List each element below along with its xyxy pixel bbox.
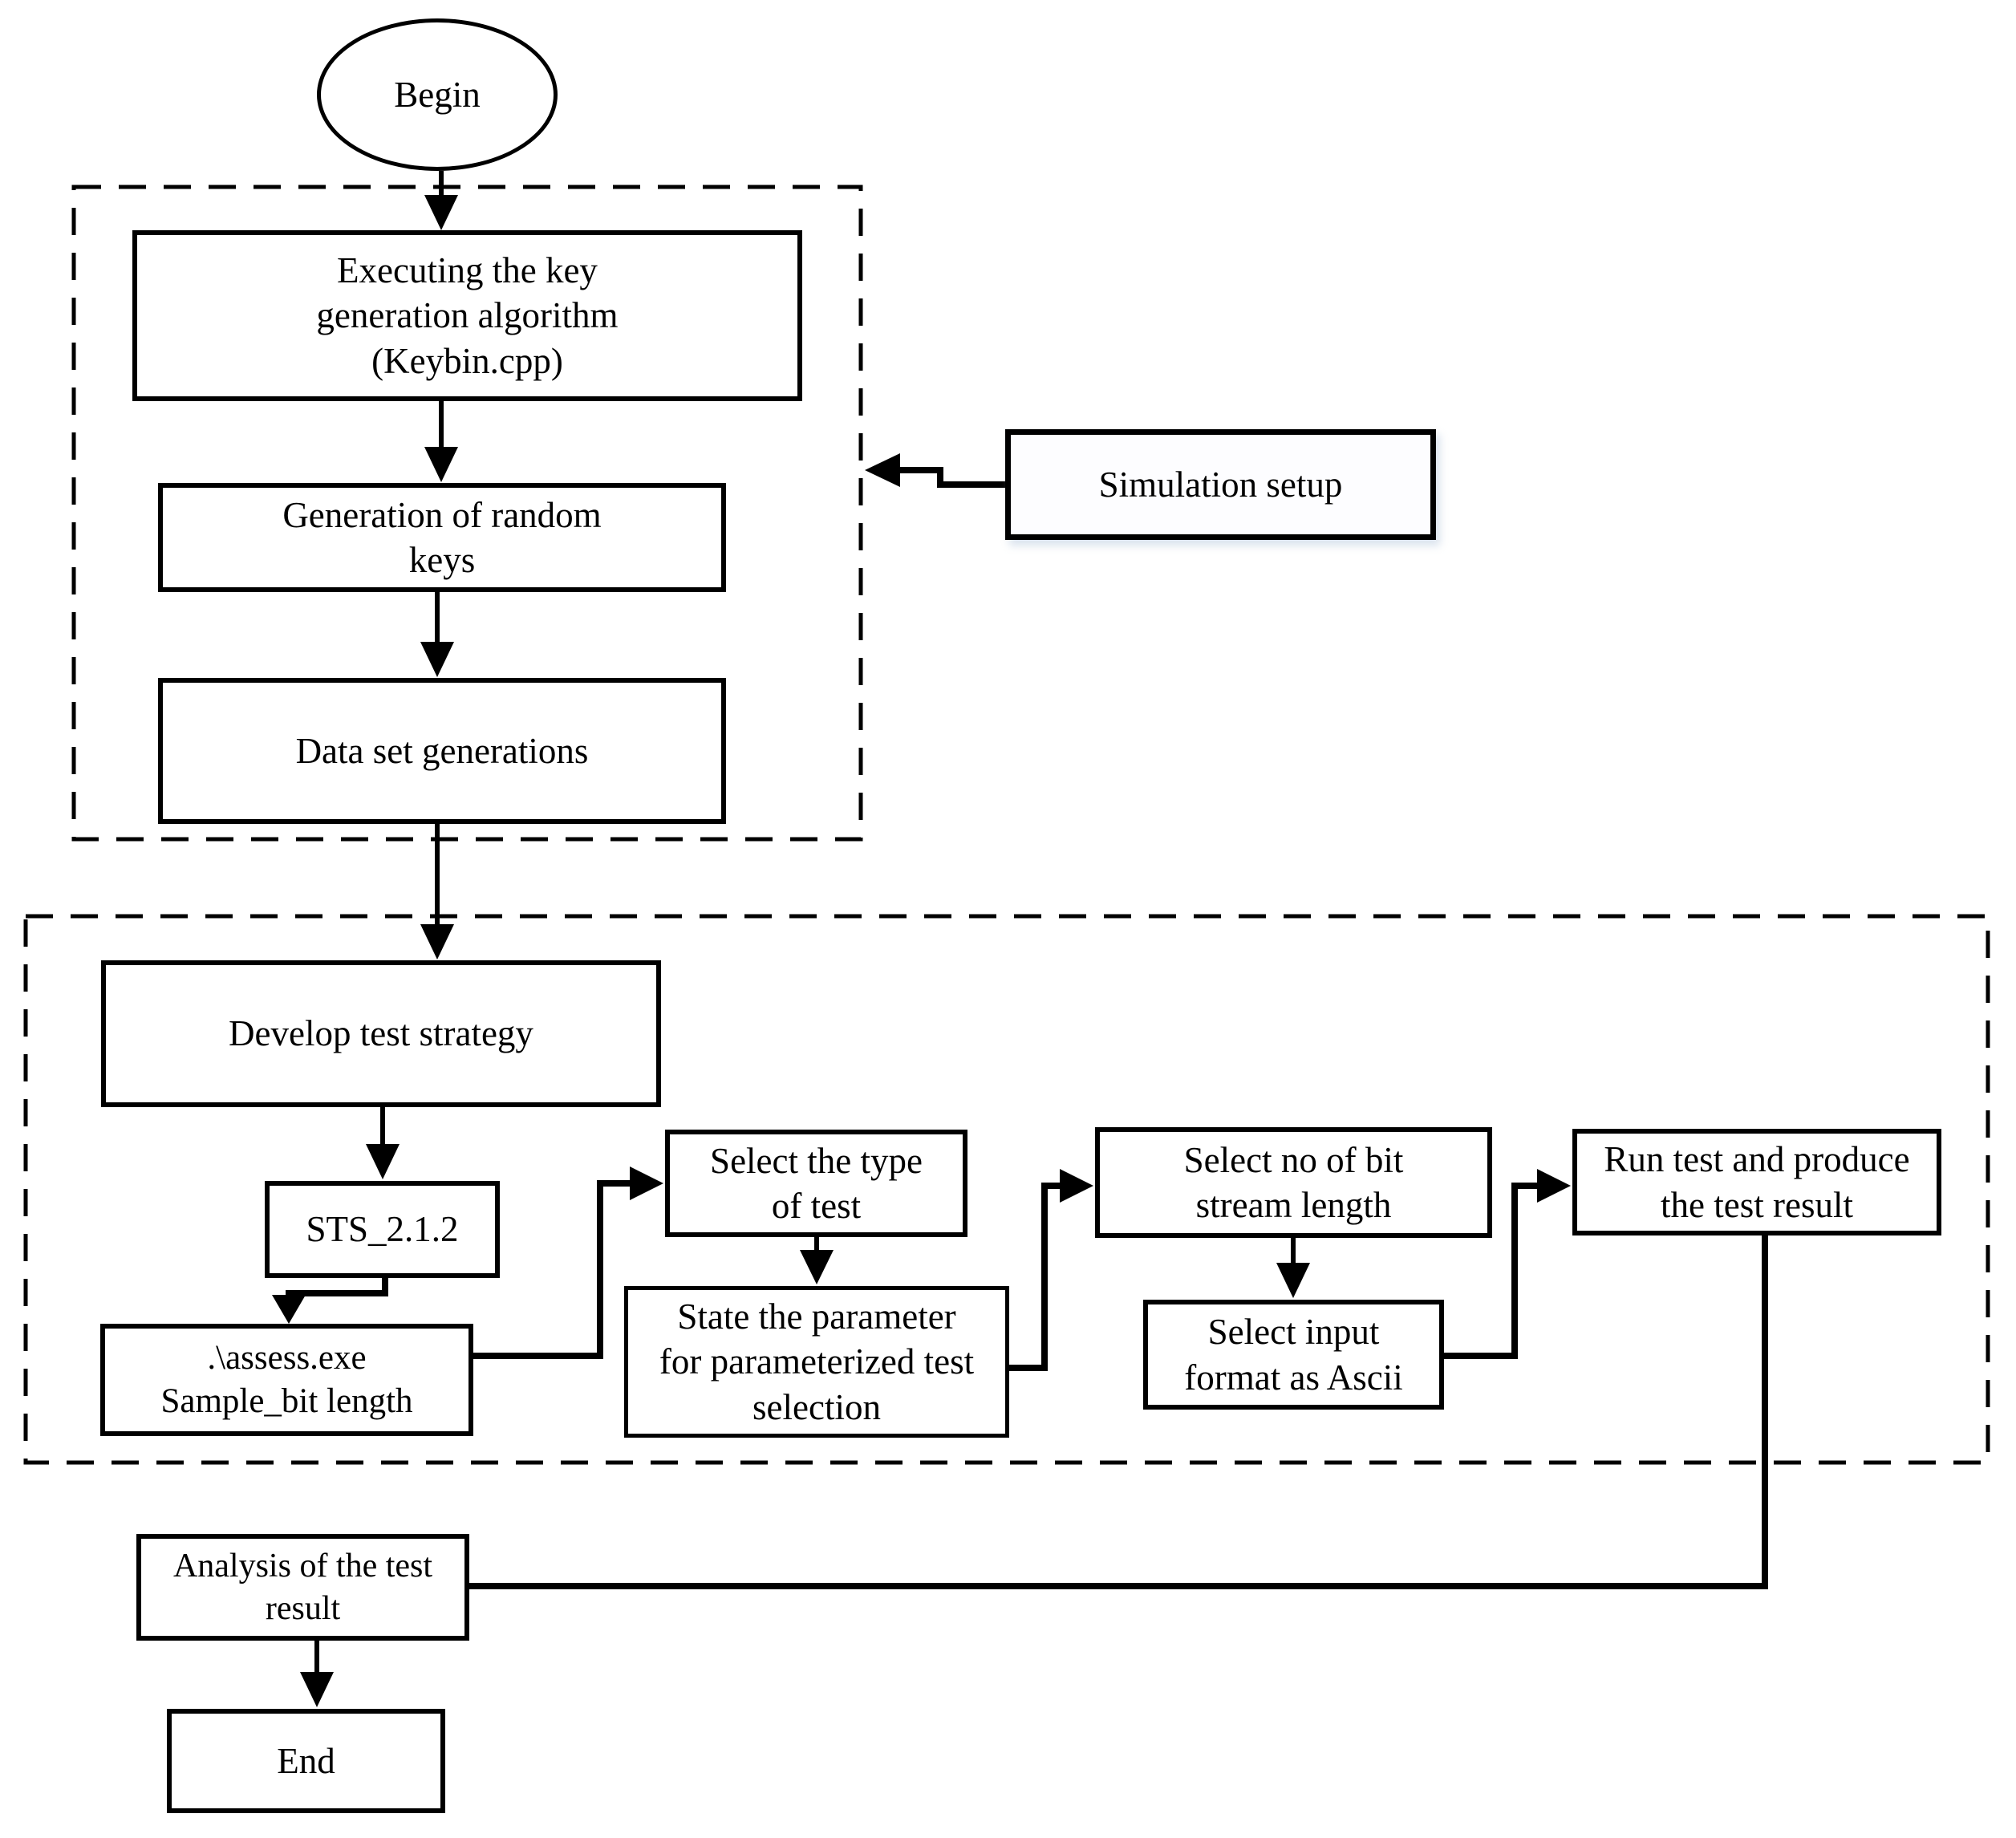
line-runtest-to-analysis bbox=[469, 1235, 1768, 1589]
arrow-selecttype-to-stateparam bbox=[800, 1237, 834, 1284]
node-run-test: Run test and produce the test result bbox=[1572, 1129, 1941, 1235]
node-sts-2-1-2: STS_2.1.2 bbox=[265, 1181, 500, 1278]
node-select-type-of-test: Select the type of test bbox=[665, 1130, 967, 1237]
node-executing-key-generation: Executing the key generation algorithm (… bbox=[132, 230, 802, 401]
arrow-dataset-to-develop bbox=[420, 824, 454, 960]
arrow-stateparam-to-selectbit bbox=[1009, 1169, 1093, 1371]
group-test-strategy-phase bbox=[23, 914, 1990, 1465]
arrow-assess-to-selecttype bbox=[473, 1167, 663, 1359]
arrow-analysis-to-end bbox=[300, 1641, 334, 1707]
node-generation-of-random-keys: Generation of random keys bbox=[158, 483, 726, 592]
arrow-keygen-to-randomkeys bbox=[424, 401, 458, 482]
arrow-selectinput-to-runtest bbox=[1444, 1169, 1571, 1359]
node-analysis-of-test-result: Analysis of the test result bbox=[136, 1534, 469, 1641]
arrow-begin-to-keygen bbox=[424, 171, 458, 230]
node-develop-test-strategy: Develop test strategy bbox=[101, 960, 661, 1107]
node-select-input-format: Select input format as Ascii bbox=[1143, 1300, 1444, 1410]
node-end: End bbox=[167, 1709, 445, 1813]
node-select-bit-stream-length: Select no of bit stream length bbox=[1095, 1127, 1492, 1238]
node-state-parameter: State the parameter for parameterized te… bbox=[624, 1286, 1009, 1438]
node-simulation-setup: Simulation setup bbox=[1005, 429, 1436, 540]
node-begin: Begin bbox=[317, 18, 558, 171]
arrow-selectbit-to-selectinput bbox=[1276, 1238, 1310, 1298]
node-assess-exe: .\assess.exe Sample_bit length bbox=[100, 1324, 473, 1436]
arrow-simsetup-to-group bbox=[865, 453, 1005, 488]
arrow-develop-to-sts bbox=[366, 1107, 400, 1179]
node-data-set-generations: Data set generations bbox=[158, 678, 726, 824]
arrow-sts-to-assess bbox=[272, 1278, 388, 1324]
arrow-randomkeys-to-dataset bbox=[420, 592, 454, 677]
